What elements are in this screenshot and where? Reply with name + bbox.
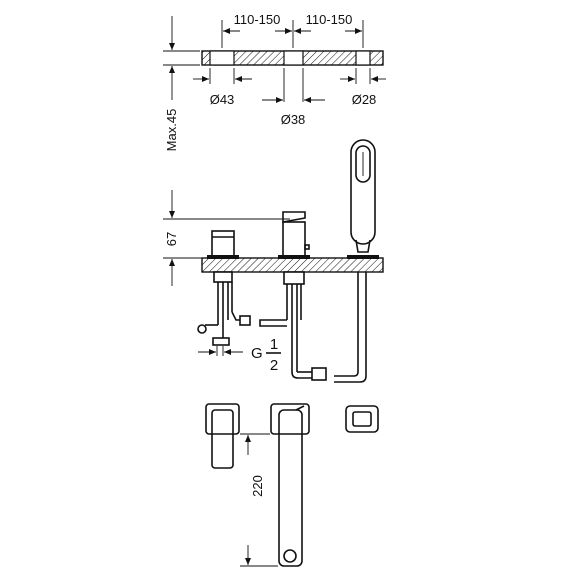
diameter-dimensions [193,68,386,103]
height-label: 67 [164,232,179,246]
max-thickness-dimension [163,16,200,100]
thread-prefix: G [251,345,263,362]
spacing-right-label: 110-150 [306,12,353,27]
thread-numerator: 1 [270,336,278,353]
spout-length-label: 220 [250,475,265,497]
spout-length-dimension [240,433,278,567]
max-thickness-label: Max.45 [164,109,179,152]
hand-shower-side [334,139,379,383]
diameter-left-label: Ø43 [210,92,235,107]
spout-side [259,211,327,381]
spout-front [270,403,310,567]
mixer-handle-side [197,230,251,346]
shower-holder-front [345,405,379,433]
spacing-dimensions [221,20,364,48]
hole-center [283,50,304,66]
hole-right [355,50,371,66]
mixer-handle-front [205,403,240,469]
hole-left [209,50,235,66]
height-dimension [163,190,290,286]
diameter-center-label: Ø38 [281,112,306,127]
thread-denominator: 2 [270,357,278,374]
thread-dimension [198,346,281,356]
side-view-deck [201,257,384,273]
diameter-right-label: Ø28 [352,92,377,107]
spacing-left-label: 110-150 [234,12,281,27]
top-view-deck-plate [201,50,384,66]
